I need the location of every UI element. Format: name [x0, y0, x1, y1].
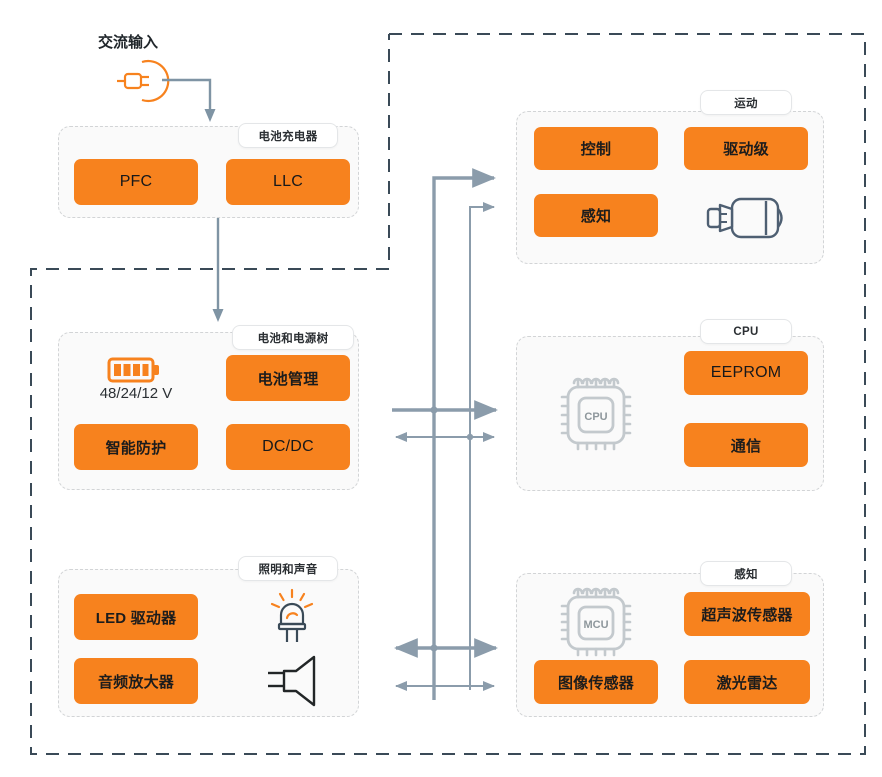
block-led-driver[interactable]: LED 驱动器 [74, 594, 198, 640]
page-title: 交流输入 [98, 34, 159, 51]
mcu-chip-icon: MCU [560, 587, 632, 657]
charger-to-powertree-arrow [212, 218, 224, 322]
block-motion-sensing[interactable]: 感知 [534, 194, 658, 237]
block-drive-stage[interactable]: 驱动级 [684, 127, 808, 170]
block-image-sensor[interactable]: 图像传感器 [534, 660, 658, 704]
group-label-battery-charger: 电池充电器 [238, 123, 338, 148]
battery-voltage-caption: 48/24/12 V [99, 385, 173, 402]
group-label-power-tree: 电池和电源树 [232, 325, 354, 350]
group-label-sensing: 感知 [700, 561, 792, 586]
group-label-cpu: CPU [700, 319, 792, 344]
block-ultrasonic-sensor[interactable]: 超声波传感器 [684, 592, 810, 636]
block-communication[interactable]: 通信 [684, 423, 808, 467]
block-llc[interactable]: LLC [226, 159, 350, 205]
block-battery-management[interactable]: 电池管理 [226, 355, 350, 401]
speaker-icon [268, 655, 316, 707]
ac-to-charger-arrow [162, 78, 216, 122]
ac-plug-icon [117, 59, 170, 103]
cpu-chip-icon: CPU [560, 377, 632, 451]
group-label-lighting-sound: 照明和声音 [238, 556, 338, 581]
led-icon [270, 588, 314, 642]
block-smart-protection[interactable]: 智能防护 [74, 424, 198, 470]
mcu-chip-label: MCU [583, 619, 608, 631]
block-eeprom[interactable]: EEPROM [684, 351, 808, 395]
group-label-motion: 运动 [700, 90, 792, 115]
battery-icon [107, 357, 159, 383]
cpu-chip-label: CPU [584, 411, 607, 423]
motor-icon [706, 197, 783, 239]
block-dcdc[interactable]: DC/DC [226, 424, 350, 470]
block-motion-control[interactable]: 控制 [534, 127, 658, 170]
block-lidar[interactable]: 激光雷达 [684, 660, 810, 704]
block-pfc[interactable]: PFC [74, 159, 198, 205]
block-audio-amplifier[interactable]: 音频放大器 [74, 658, 198, 704]
